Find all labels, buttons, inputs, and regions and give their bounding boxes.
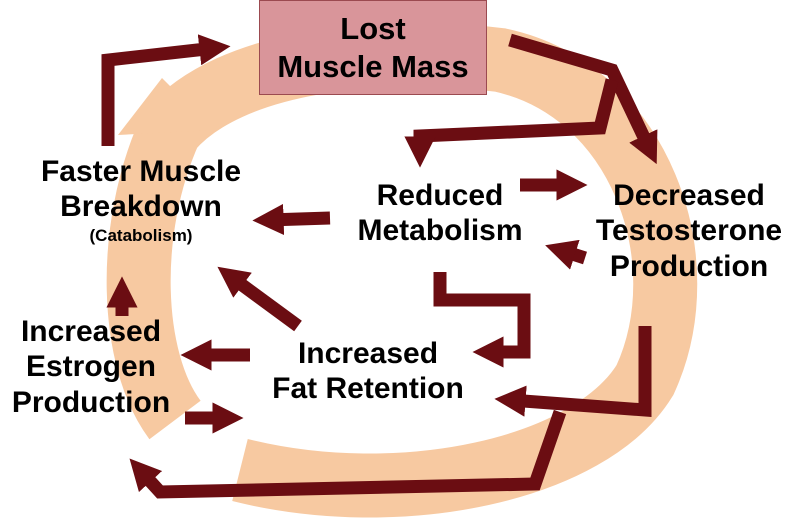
fat-line-1: Increased	[297, 337, 439, 370]
arrow-lost-muscle-to-metabolism	[404, 78, 619, 168]
arrow-bottom-return	[129, 409, 567, 499]
arrow-metabolism-to-breakdown	[252, 203, 331, 236]
arrow-breakdown-to-lost-muscle	[101, 34, 231, 146]
arrows	[101, 33, 658, 499]
metabolism-line-1: Reduced	[376, 179, 504, 212]
estrogen-line-1: Increased	[20, 315, 162, 348]
cycle-ring-head	[118, 78, 214, 135]
decreased-testosterone-node: Decreased Testosterone Production	[578, 178, 800, 284]
arrow-metabolism-to-fat-retention	[433, 272, 531, 368]
fat-line-2: Fat Retention	[272, 372, 464, 406]
breakdown-line-1: Faster Muscle	[40, 155, 242, 188]
arrow-testosterone-to-fat-retention	[494, 326, 652, 417]
reduced-metabolism-node: Reduced Metabolism	[330, 178, 550, 249]
testosterone-line-1: Decreased	[613, 179, 765, 212]
metabolism-line-2: Metabolism	[357, 214, 523, 248]
estrogen-line-2: Estrogen	[25, 350, 157, 384]
title-line-2: Muscle Mass	[277, 48, 469, 84]
breakdown-line-2: Breakdown	[60, 190, 222, 224]
faster-muscle-breakdown-node: Faster Muscle Breakdown (Catabolism)	[10, 154, 272, 247]
arrow-lost-muscle-to-testosterone	[508, 33, 658, 165]
testosterone-line-3: Production	[609, 249, 769, 283]
testosterone-line-2: Testosterone	[595, 214, 783, 248]
title-line-1: Lost	[340, 11, 406, 47]
arrow-fat-to-breakdown	[217, 266, 302, 332]
estrogen-line-3: Production	[11, 385, 171, 419]
increased-fat-retention-node: Increased Fat Retention	[238, 336, 498, 407]
increased-estrogen-node: Increased Estrogen Production	[0, 314, 182, 420]
breakdown-subtitle: (Catabolism)	[89, 225, 193, 245]
arrow-testosterone-to-metabolism	[545, 239, 587, 270]
lost-muscle-mass-box: Lost Muscle Mass	[259, 0, 487, 95]
